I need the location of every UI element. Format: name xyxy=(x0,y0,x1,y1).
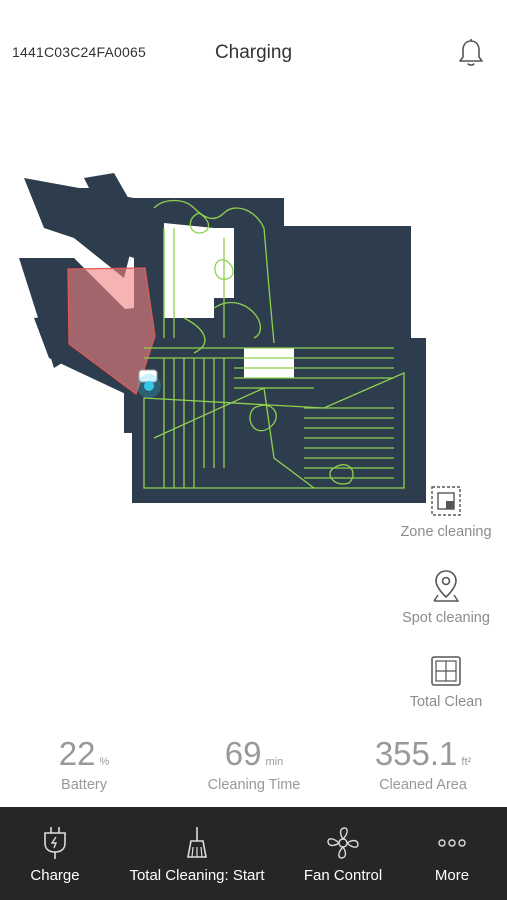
spot-cleaning-label: Spot cleaning xyxy=(402,610,490,626)
more-dots-icon xyxy=(438,839,466,847)
page-title: Charging xyxy=(214,42,293,63)
more-label: More xyxy=(434,867,470,884)
battery-unit: % xyxy=(99,756,110,768)
total-clean-icon xyxy=(431,656,461,686)
device-id: 1441C03C24FA0065 xyxy=(12,44,146,60)
fan-control-label: Fan Control xyxy=(303,867,383,884)
charge-plug-icon xyxy=(44,827,66,859)
zone-area xyxy=(67,267,156,395)
charge-button[interactable]: Charge xyxy=(8,807,102,900)
total-clean-label: Total Clean xyxy=(409,694,483,710)
more-button[interactable]: More xyxy=(408,807,496,900)
cleaning-time-unit: min xyxy=(265,756,284,768)
zone-cleaning-label: Zone cleaning xyxy=(400,524,492,540)
cleaning-time-value: 69 xyxy=(224,735,262,772)
cleaned-area-label: Cleaned Area xyxy=(379,777,467,793)
bottom-nav: Charge Total Cleaning: Start Fan Control xyxy=(0,807,507,900)
broom-icon xyxy=(187,827,207,858)
total-clean-button[interactable]: Total Clean xyxy=(392,654,500,710)
fan-control-button[interactable]: Fan Control xyxy=(294,807,392,900)
zone-cleaning-button[interactable]: Zone cleaning xyxy=(392,484,500,540)
battery-stat: 22% Battery xyxy=(4,735,164,793)
cleaning-map[interactable] xyxy=(14,168,426,514)
cleaned-area-value: 355.1 xyxy=(374,735,458,772)
battery-label: Battery xyxy=(61,777,107,793)
total-cleaning-start-label: Total Cleaning: Start xyxy=(129,867,265,884)
cleaning-time-label: Cleaning Time xyxy=(207,777,301,793)
fan-icon xyxy=(327,827,359,859)
total-cleaning-start-button[interactable]: Total Cleaning: Start xyxy=(118,807,276,900)
location-pin-icon xyxy=(433,570,460,602)
spot-cleaning-button[interactable]: Spot cleaning xyxy=(392,568,500,626)
cleaned-area-unit: ft² xyxy=(461,756,472,768)
bell-icon[interactable] xyxy=(457,38,485,68)
battery-value: 22 xyxy=(58,735,96,772)
charge-label: Charge xyxy=(30,867,80,884)
header: 1441C03C24FA0065 Charging xyxy=(0,0,507,100)
zone-cleaning-icon xyxy=(431,486,461,516)
